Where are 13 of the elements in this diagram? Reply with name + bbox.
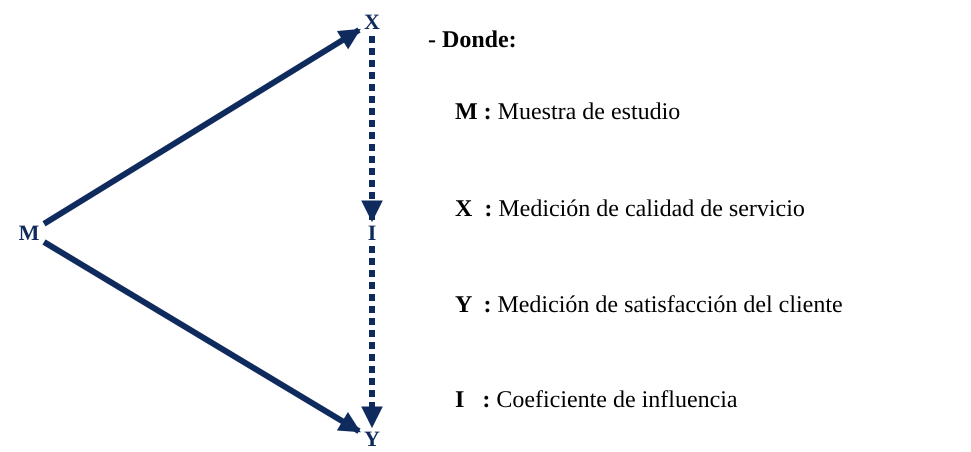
legend-text: M : Muestra de estudio [455,100,680,124]
legend-text: X : Medición de calidad de servicio [455,197,805,221]
arrow [42,239,361,434]
legend-text: Y : Medición de satisfacción del cliente [455,293,843,317]
arrow [42,27,361,226]
arrow [361,246,383,428]
variable-label: I [368,222,376,244]
arrow [361,36,383,222]
legend-text: I : Coeficiente de influencia [455,388,738,412]
variable-label: Y [364,428,380,450]
variable-label: M [18,222,40,244]
heading-text: - Donde: [428,28,517,52]
variable-label: X [364,11,380,33]
